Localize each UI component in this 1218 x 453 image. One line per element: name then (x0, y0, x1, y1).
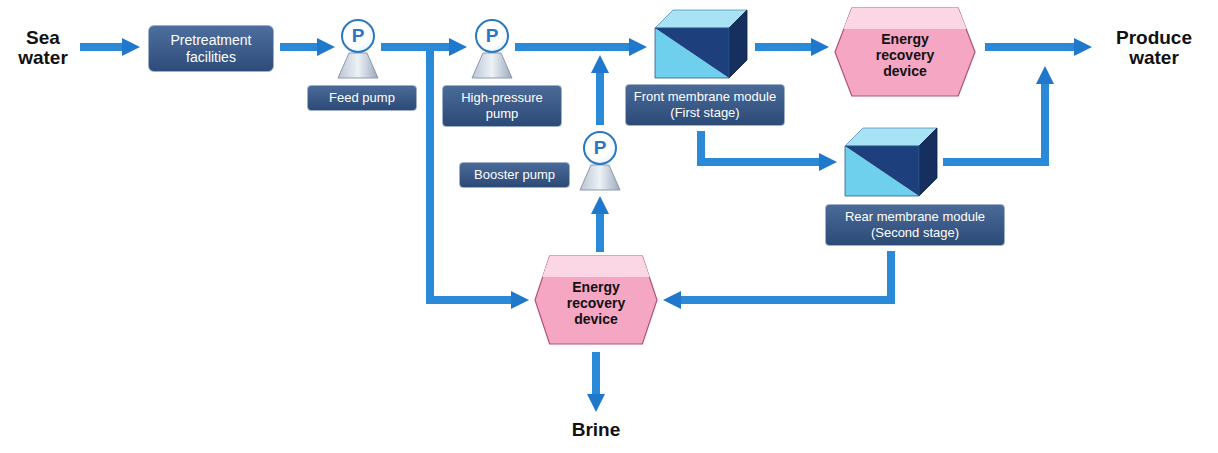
pump-symbol: PBooster pump (583, 131, 617, 165)
flow-arrow (596, 73, 604, 125)
pump-stand (338, 53, 378, 78)
pump-letter: P (486, 26, 499, 46)
outflow-arrow (985, 43, 1074, 51)
pump-stand (472, 53, 512, 78)
pump-letter: P (352, 26, 365, 46)
process-box: Pretreatment facilities (148, 25, 274, 72)
flow-arrow (596, 214, 604, 252)
flow-arrow (681, 251, 891, 300)
energy-recovery-hexagon: Energy recovery device (835, 8, 975, 96)
flow-arrow (515, 43, 629, 51)
membrane-module: Rear membrane module (Second stage) (845, 128, 937, 196)
component-label: High-pressure pump (442, 85, 562, 127)
brine-arrow (592, 352, 600, 394)
flow-arrow (280, 43, 317, 51)
component-label: Rear membrane module (Second stage) (825, 204, 1005, 246)
device-label: Energy recovery device (866, 31, 944, 79)
inflow-arrow (80, 43, 122, 51)
device-label: Energy recovery device (557, 279, 635, 327)
membrane-module: Front membrane module (First stage) (655, 10, 747, 78)
flow-arrow (701, 131, 819, 162)
component-label: Feed pump (307, 85, 417, 111)
pump-symbol: PFeed pump (341, 19, 375, 53)
pump-stand (580, 165, 620, 190)
pump-letter: P (594, 138, 607, 158)
box-label: Pretreatment facilities (157, 32, 265, 66)
energy-recovery-hexagon: Energy recovery device (535, 256, 657, 344)
flow-arrow (381, 43, 449, 51)
flow-label: Brine (556, 420, 636, 440)
membrane-icon (655, 10, 747, 78)
membrane-icon (845, 128, 937, 196)
component-label: Booster pump (459, 162, 570, 188)
component-label: Front membrane module (First stage) (625, 84, 785, 126)
flow-label: Produce water (1096, 28, 1212, 68)
flow-arrow (755, 43, 811, 51)
pump-symbol: PHigh-pressure pump (475, 19, 509, 53)
flow-label: Sea water (10, 28, 76, 68)
